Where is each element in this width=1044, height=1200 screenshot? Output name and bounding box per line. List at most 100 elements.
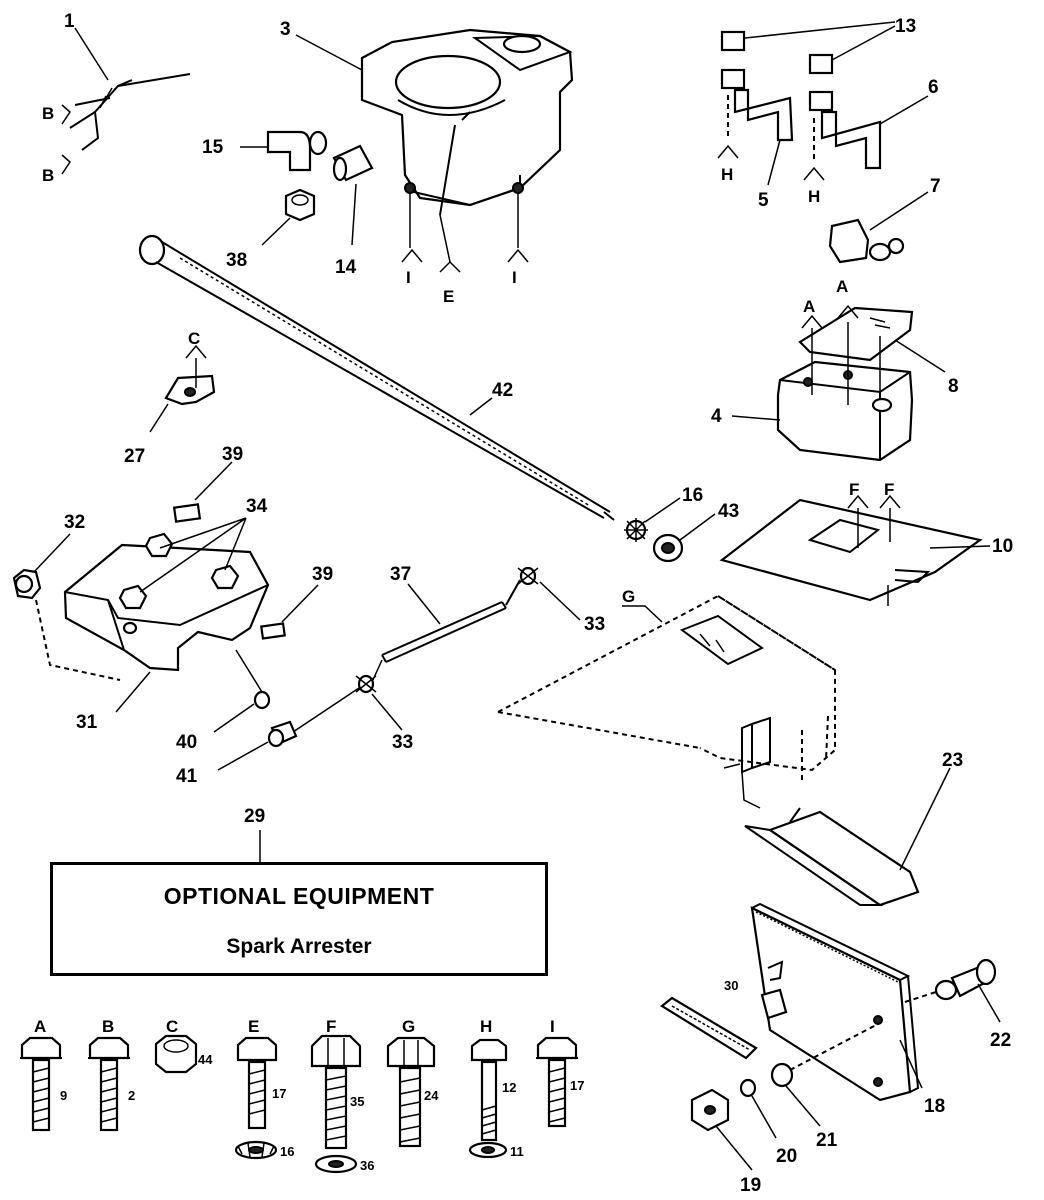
lockwasher-icon xyxy=(234,1140,278,1160)
engine-part-3 xyxy=(360,28,574,248)
ref-letter-a: A xyxy=(836,277,848,296)
legend-part-number: 2 xyxy=(128,1088,135,1103)
legend-part-number: 17 xyxy=(570,1078,584,1093)
callout-43: 43 xyxy=(718,501,739,522)
callout-39: 39 xyxy=(222,444,243,465)
legend-washer-number: 16 xyxy=(280,1144,294,1159)
callout-32: 32 xyxy=(64,512,85,533)
fitting-parts-40-41 xyxy=(235,649,298,748)
legend-letter: I xyxy=(550,1017,555,1036)
callout-4: 4 xyxy=(711,406,722,427)
callout-27: 27 xyxy=(124,446,145,467)
ref-letter-c: C xyxy=(188,329,200,348)
bolt-icon xyxy=(310,1034,362,1150)
frame-ref-g xyxy=(497,594,836,809)
dipstick-tube-part-42 xyxy=(138,234,615,521)
washer-icon xyxy=(468,1141,508,1159)
legend-letter: F xyxy=(326,1017,336,1036)
callout-19: 19 xyxy=(740,1175,761,1196)
washers-parts-20-21 xyxy=(739,1062,794,1098)
legend-part-number: 12 xyxy=(502,1080,516,1095)
optional-equipment-title: OPTIONAL EQUIPMENT xyxy=(163,883,435,909)
ref-letter-a: A xyxy=(803,297,815,316)
callout-3: 3 xyxy=(280,19,291,40)
strip-part-30 xyxy=(660,996,758,1060)
callout-33: 33 xyxy=(392,732,413,753)
optional-equipment-item: Spark Arrester xyxy=(226,935,372,958)
bolt-icon xyxy=(386,1036,436,1148)
bolt-icon xyxy=(88,1036,130,1132)
legend-letter: H xyxy=(480,1017,492,1036)
legend-part-number: 44 xyxy=(198,1052,213,1067)
ref-letter-b: B xyxy=(42,166,54,185)
ref-letter-g: G xyxy=(622,587,635,606)
shield-part-23 xyxy=(744,807,920,907)
hardware-legend: A 9 B 2 C 44 E 17 xyxy=(20,1017,584,1174)
callout-16: 16 xyxy=(682,485,703,506)
clip-part-27 xyxy=(164,374,216,406)
legend-part-number: 9 xyxy=(60,1088,67,1103)
callout-7: 7 xyxy=(930,176,941,197)
callout-5: 5 xyxy=(758,190,769,211)
legend-part-number: 17 xyxy=(272,1086,286,1101)
washer-part-16 xyxy=(624,518,648,542)
knob-part-32 xyxy=(12,568,42,600)
bolt-icon xyxy=(236,1036,278,1130)
ref-letter-i: I xyxy=(512,268,517,287)
nut-part-19 xyxy=(690,1088,730,1132)
bolt-icon xyxy=(536,1036,578,1128)
callout-20: 20 xyxy=(776,1146,797,1167)
callout-33: 33 xyxy=(584,614,605,635)
callout-39: 39 xyxy=(312,564,333,585)
bolt-icon xyxy=(470,1038,508,1142)
bracket-part-1 xyxy=(69,73,191,151)
grommet-part-43 xyxy=(652,533,684,563)
legend-letter: B xyxy=(102,1017,114,1036)
callout-6: 6 xyxy=(928,77,939,98)
plate-part-18 xyxy=(750,902,920,1102)
legend-washer-number: 36 xyxy=(360,1158,374,1173)
ref-letter-f: F xyxy=(884,480,894,499)
callout-18: 18 xyxy=(924,1096,945,1117)
clamp-part-7 xyxy=(828,218,905,264)
callout-23: 23 xyxy=(942,750,963,771)
callout-30: 30 xyxy=(724,978,738,993)
ref-letter-e: E xyxy=(443,287,454,306)
plate-part-8 xyxy=(798,306,914,405)
shield-part-10 xyxy=(719,498,983,606)
nipple-part-14 xyxy=(332,144,374,182)
elbow-part-15 xyxy=(266,130,328,172)
callout-14: 14 xyxy=(335,257,357,278)
callout-21: 21 xyxy=(816,1130,838,1151)
legend-letter: E xyxy=(248,1017,259,1036)
callout-38: 38 xyxy=(226,250,247,271)
legend-letter: A xyxy=(34,1017,46,1036)
callout-1: 1 xyxy=(64,11,75,32)
bolt-part-22 xyxy=(934,958,997,1001)
rod-part-37 xyxy=(283,579,521,739)
washer-icon xyxy=(314,1154,358,1174)
callout-34: 34 xyxy=(246,496,268,517)
bolt-icon xyxy=(20,1036,62,1132)
nut-part-38 xyxy=(284,188,316,222)
callout-10: 10 xyxy=(992,536,1013,557)
legend-letter: G xyxy=(402,1017,415,1036)
legend-washer-number: 11 xyxy=(510,1144,524,1159)
callout-42: 42 xyxy=(492,380,513,401)
muffler-part-4 xyxy=(776,360,914,462)
callout-15: 15 xyxy=(202,137,224,158)
ref-letter-i: I xyxy=(406,268,411,287)
legend-letter: C xyxy=(166,1017,178,1036)
callout-40: 40 xyxy=(176,732,197,753)
ref-letter-f: F xyxy=(849,480,859,499)
callout-22: 22 xyxy=(990,1030,1011,1051)
callout-13: 13 xyxy=(895,16,916,37)
legend-part-number: 24 xyxy=(424,1088,439,1103)
callout-29: 29 xyxy=(244,806,265,827)
nut-icon xyxy=(154,1034,198,1074)
callout-37: 37 xyxy=(390,564,411,585)
ref-letter-h: H xyxy=(721,165,733,184)
ref-letter-h: H xyxy=(808,187,820,206)
callout-41: 41 xyxy=(176,766,198,787)
